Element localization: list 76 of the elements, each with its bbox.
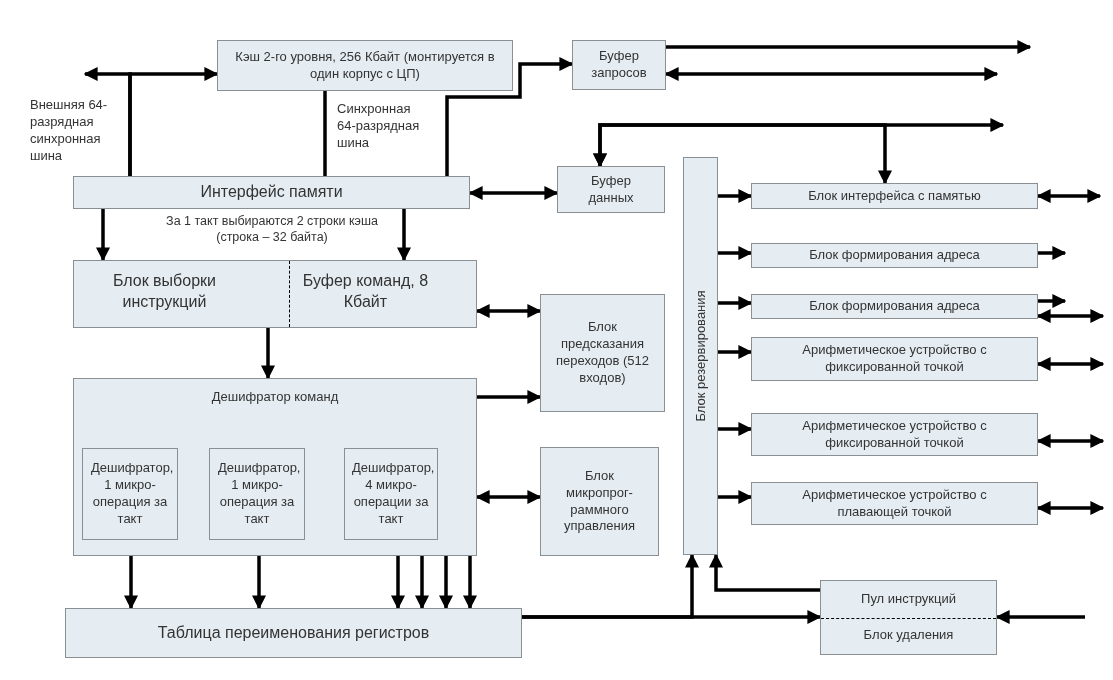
block-box (751, 413, 1038, 456)
arrow (664, 67, 999, 81)
arrow (468, 186, 559, 200)
arrow (261, 328, 275, 380)
arrow (718, 345, 753, 359)
arrow (83, 67, 132, 176)
block-label: Таблица переименования регистров (157, 622, 430, 643)
arrow (593, 118, 1005, 168)
block-label: Блок интерфейса с памятью (808, 187, 981, 205)
block-box (82, 448, 178, 540)
arrow (718, 490, 753, 504)
arrow (415, 556, 429, 610)
block-box (65, 608, 522, 658)
arrow (718, 189, 753, 203)
block-label: Кэш 2-го уровня, 256 Кбайт (монтируется в один корпус с ЦП) (234, 48, 496, 83)
block-label: Блок удаления (863, 627, 954, 645)
arrow (718, 422, 753, 436)
arrow (1038, 246, 1067, 260)
block-label: Буфер запросов (590, 48, 648, 82)
block-label: Арифметическое устройство с фиксированной точкой (801, 417, 988, 452)
arrow (475, 304, 542, 318)
block-box (557, 166, 665, 213)
block-label: Блок предсказания переходов (512 входов) (554, 319, 651, 387)
block-label: Дешифратор команд (211, 389, 339, 406)
arrow (1036, 434, 1105, 448)
block-label: Интерфейс памяти (200, 182, 343, 203)
arrow (718, 246, 753, 260)
block-box (540, 447, 659, 556)
block-box (217, 40, 513, 91)
block-label: Арифметическое устройство с плавающей точкой (801, 486, 988, 521)
block-box (820, 580, 997, 655)
block-box (751, 294, 1038, 319)
block-label: Блок формирования адреса (809, 247, 980, 264)
arrow (391, 556, 405, 610)
block-label: Блок выборки инструкций (111, 271, 217, 312)
arrow (124, 556, 138, 610)
arrow (522, 553, 699, 619)
bus-label: Внешняя 64-разрядная синхронная шина (30, 97, 109, 165)
block-box (73, 260, 477, 328)
arrow (96, 209, 110, 262)
arrow (995, 610, 1085, 624)
block-box (344, 448, 438, 540)
arrow (718, 296, 753, 310)
block-label: Пул инструкций (861, 590, 956, 608)
bus-label: Синхронная 64-разрядная шина (337, 101, 421, 152)
block-label: Блок микропрог- раммного управления (563, 467, 636, 536)
arrow (1036, 357, 1105, 371)
arrow (477, 390, 542, 404)
block-box (751, 243, 1038, 268)
block-box (73, 176, 470, 209)
block-box (751, 337, 1038, 381)
block-label: Арифметическое устройство с фиксированной точкой (801, 342, 988, 376)
block-label: Блок формирования адреса (809, 298, 980, 315)
arrow (475, 490, 542, 504)
arrow (397, 209, 411, 262)
block-label: Буфер команд, 8 Кбайт (301, 271, 430, 312)
arrow (666, 40, 1032, 54)
arrow (252, 556, 266, 610)
arrow (439, 556, 453, 610)
decoder-panel (73, 378, 477, 556)
arrow (445, 57, 574, 176)
reservation-station-bar (683, 157, 718, 555)
block-box (572, 40, 666, 90)
block-box (751, 482, 1038, 525)
arrow (1036, 309, 1105, 323)
bus-label: За 1 такт выбираются 2 строки кэша (строка – 32 байта) (165, 213, 379, 246)
block-box (209, 448, 305, 540)
arrow (1036, 189, 1102, 203)
arrow (463, 556, 477, 610)
arrow (1038, 294, 1067, 308)
block-box (540, 294, 665, 412)
arrow (709, 553, 820, 592)
block-box (751, 183, 1038, 209)
block-label: Буфер данных (587, 172, 635, 207)
arrow (1036, 501, 1105, 515)
block-label: Блок резервирования (692, 290, 709, 422)
